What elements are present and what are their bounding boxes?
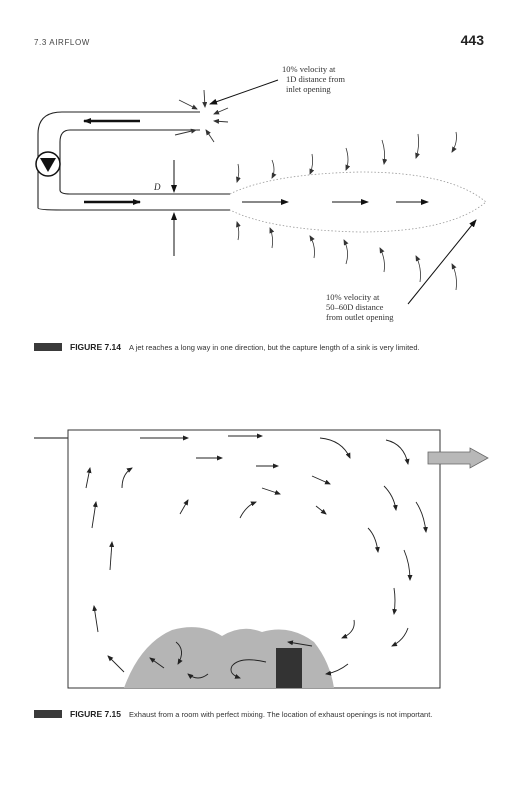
inlet-converging-arrows [174,89,229,143]
caption-label: FIGURE 7.14 [70,342,122,352]
inlet-annotation: 10% velocity at 1D distance from inlet o… [282,64,347,94]
contaminant-source-box [276,648,302,688]
caption-text: A jet reaches a long way in one directio… [129,343,420,352]
outlet-leader-line [407,219,477,305]
entrainment-arrows-top [236,131,457,183]
duct-loop [37,111,230,211]
figure-7-14-jet-sink-diagram: 10% velocity at 1D distance from inlet o… [35,64,487,322]
svg-text:D: D [153,182,161,192]
caption-label: FIGURE 7.15 [70,709,122,719]
circulation-flow-arrows [85,433,428,680]
figure-7-15-room-mixing-diagram [34,429,489,689]
figure-7-15-caption: FIGURE 7.15 Exhaust from a room with perf… [34,709,488,720]
caption-text: Exhaust from a room with perfect mixing.… [129,710,433,719]
running-head: 7.3 AIRFLOW [34,38,90,47]
figure-7-14-caption: FIGURE 7.14 A jet reaches a long way in o… [34,342,488,353]
exhaust-arrow [427,447,489,469]
caption-bar [34,343,62,351]
caption-bar [34,710,62,718]
diameter-dimension: D [153,160,177,256]
entrainment-arrows-bottom [236,221,457,291]
inlet-leader-line [209,79,279,105]
contaminant-cloud [124,627,334,688]
outlet-annotation: 10% velocity at 50–60D distance from out… [326,292,394,322]
page-number: 443 [460,32,484,48]
fan-icon [35,151,61,177]
